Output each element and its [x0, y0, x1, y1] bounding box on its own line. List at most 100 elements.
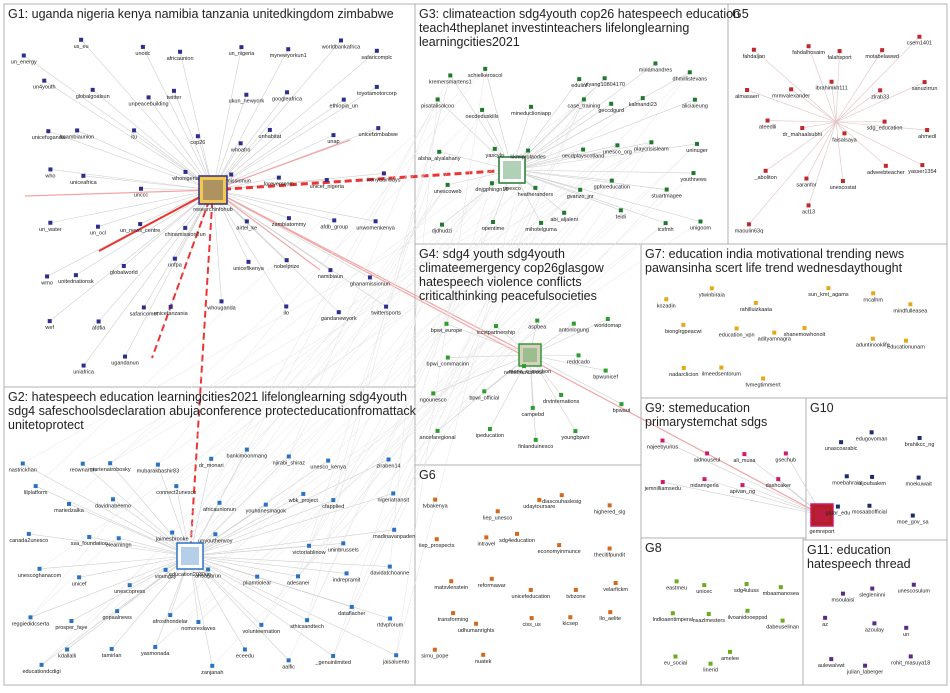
node-g7[interactable]: mindfulleasea: [893, 302, 928, 314]
node-g2[interactable]: reggiedidcserta: [12, 615, 51, 627]
node-g2[interactable]: yasmonada: [141, 645, 170, 657]
node-g1[interactable]: unfpa: [168, 257, 183, 269]
node-g1[interactable]: uniafrica: [73, 364, 95, 376]
node-g7[interactable]: bionglrgpeacwi: [665, 323, 702, 335]
node-g2[interactable]: educationdcdigi: [22, 663, 60, 675]
node-g1[interactable]: unwomenkenya: [356, 219, 395, 231]
node-g3[interactable]: heatheranders: [518, 186, 554, 198]
node-g2[interactable]: sthicsandtech: [290, 618, 324, 630]
node-g5[interactable]: motabelawwd: [865, 48, 899, 60]
node-g5[interactable]: mrmvalexander: [772, 87, 810, 99]
node-g2[interactable]: canada2unesco: [9, 532, 48, 544]
node-g7[interactable]: ytwinbiraia: [699, 286, 726, 298]
node-g3[interactable]: playcrisisleam: [634, 140, 669, 152]
node-g2[interactable]: pliamtiolear: [243, 575, 271, 587]
node-g2[interactable]: uninbrussels: [328, 541, 359, 553]
node-g9[interactable]: najeebyunus: [647, 439, 678, 451]
node-g2[interactable]: mubarakbashir83: [137, 463, 180, 475]
node-g2[interactable]: bankimoonmang: [227, 448, 268, 460]
node-g7[interactable]: shanemowhonoit: [784, 326, 826, 338]
node-g1[interactable]: unhabitat: [259, 128, 282, 140]
node-g3[interactable]: pisatalisolcoo: [421, 97, 454, 109]
node-g8[interactable]: sdg4uluss: [734, 582, 759, 594]
node-g1[interactable]: googleafrica: [272, 90, 303, 102]
node-g2[interactable]: africaunionun: [203, 501, 236, 513]
node-g4[interactable]: ngounesco: [420, 391, 447, 403]
node-g5[interactable]: dr_mahaalsubhi: [783, 126, 822, 138]
node-g10[interactable]: moebahrain: [832, 474, 861, 486]
node-g2[interactable]: davidatchoanne: [370, 565, 409, 577]
node-g1[interactable]: ghanamissionun: [350, 275, 390, 287]
node-g6[interactable]: matsvlenstein: [434, 579, 468, 591]
node-g1[interactable]: unodc: [135, 45, 150, 57]
node-g1[interactable]: un_news_centre: [120, 222, 160, 234]
node-g5[interactable]: fahdaljan: [743, 48, 765, 60]
node-g4[interactable]: youngbpwir: [561, 429, 589, 441]
node-g8[interactable]: amelee: [721, 650, 739, 662]
node-g1[interactable]: unap: [327, 133, 339, 145]
node-g10[interactable]: unascoarabic: [825, 440, 858, 452]
node-g10[interactable]: edugovoman: [856, 430, 888, 442]
node-g7[interactable]: nadarclicion: [669, 366, 698, 378]
node-g11[interactable]: julian_laberger: [846, 664, 883, 676]
node-g1[interactable]: ugandanun: [111, 355, 139, 367]
node-g1[interactable]: globalworld: [110, 264, 138, 276]
node-g2[interactable]: dataflacher: [338, 605, 365, 617]
node-g6[interactable]: tvbakenya: [423, 498, 449, 510]
node-g1[interactable]: gandanewyork: [321, 310, 357, 322]
node-g3[interactable]: mineduclioniapp: [511, 105, 551, 117]
node-g6[interactable]: ciss_us: [522, 616, 541, 628]
node-g2[interactable]: mariedzalka: [54, 502, 85, 514]
node-g10[interactable]: moe_gov_sa: [897, 514, 929, 526]
node-g3[interactable]: alsha_alyalahany: [418, 150, 461, 162]
node-g8[interactable]: eu_social: [664, 655, 687, 667]
node-g5[interactable]: acl13: [802, 203, 815, 215]
node-g3[interactable]: icsfmh: [658, 221, 674, 233]
node-g2[interactable]: zanjanah: [201, 664, 223, 676]
node-g3[interactable]: opentime: [482, 220, 505, 232]
node-g4[interactable]: drvtnternations: [543, 393, 580, 405]
node-g1[interactable]: cop26: [190, 134, 205, 146]
node-g2[interactable]: rtdvpforum: [377, 617, 404, 629]
node-g11[interactable]: rohit_masuya18: [891, 654, 930, 666]
node-g3[interactable]: gvanzo_jnr: [567, 188, 594, 200]
node-g3[interactable]: kkmlprolaodes: [510, 149, 546, 161]
node-g1[interactable]: whouganda: [206, 299, 236, 311]
node-g2[interactable]: cfapplied: [322, 498, 344, 510]
node-g3[interactable]: miriamandres: [639, 61, 673, 73]
node-g6[interactable]: sirnu_pope: [421, 648, 448, 660]
node-g9[interactable]: gemreport: [809, 504, 835, 535]
node-g7[interactable]: kozadin: [657, 297, 676, 309]
node-g2[interactable]: martenatrobosky: [90, 461, 131, 473]
node-g8[interactable]: unicec: [696, 583, 712, 595]
node-g1[interactable]: afdb_group: [320, 218, 348, 230]
node-g3[interactable]: kremersmartens1: [429, 73, 472, 85]
node-g11[interactable]: aulewalvwt: [818, 657, 845, 669]
node-g2[interactable]: adesanei: [287, 574, 309, 586]
node-g5[interactable]: ibrahimkh111: [815, 80, 847, 92]
node-g11[interactable]: unescosulum: [898, 583, 931, 595]
node-g3[interactable]: teidi: [616, 208, 626, 220]
node-g2[interactable]: _genuinlimited: [314, 654, 350, 666]
node-g5[interactable]: falahsport: [828, 49, 853, 61]
node-g11[interactable]: slegleninni: [859, 587, 885, 599]
node-g6[interactable]: tvbzone: [566, 588, 585, 600]
node-g1[interactable]: ukun_newyork: [229, 93, 265, 105]
node-g5[interactable]: csem1401: [907, 35, 932, 47]
node-g10[interactable]: mosaabofficial: [852, 504, 887, 516]
node-g7[interactable]: educationunam: [887, 339, 925, 351]
node-g2[interactable]: unicef: [72, 575, 87, 587]
node-g1[interactable]: un_energy: [11, 54, 37, 66]
node-g8[interactable]: linerid: [703, 662, 718, 674]
node-g6[interactable]: thecitifpundit: [594, 547, 625, 559]
node-g2[interactable]: connect2unesco: [156, 484, 196, 496]
node-g1[interactable]: un4youth: [33, 79, 56, 91]
node-g8[interactable]: lndloaentimperal: [653, 611, 693, 623]
node-g9[interactable]: dashcaker: [766, 477, 792, 489]
node-g5[interactable]: faisalsaya: [832, 131, 857, 143]
node-g3[interactable]: case_training: [568, 97, 601, 109]
node-g1[interactable]: worldbankafrica: [321, 38, 361, 50]
node-g4[interactable]: bpwaut: [613, 402, 631, 414]
node-g2[interactable]: youhanesmagok: [246, 503, 287, 515]
node-g3[interactable]: oecdplayscotland: [562, 148, 605, 160]
